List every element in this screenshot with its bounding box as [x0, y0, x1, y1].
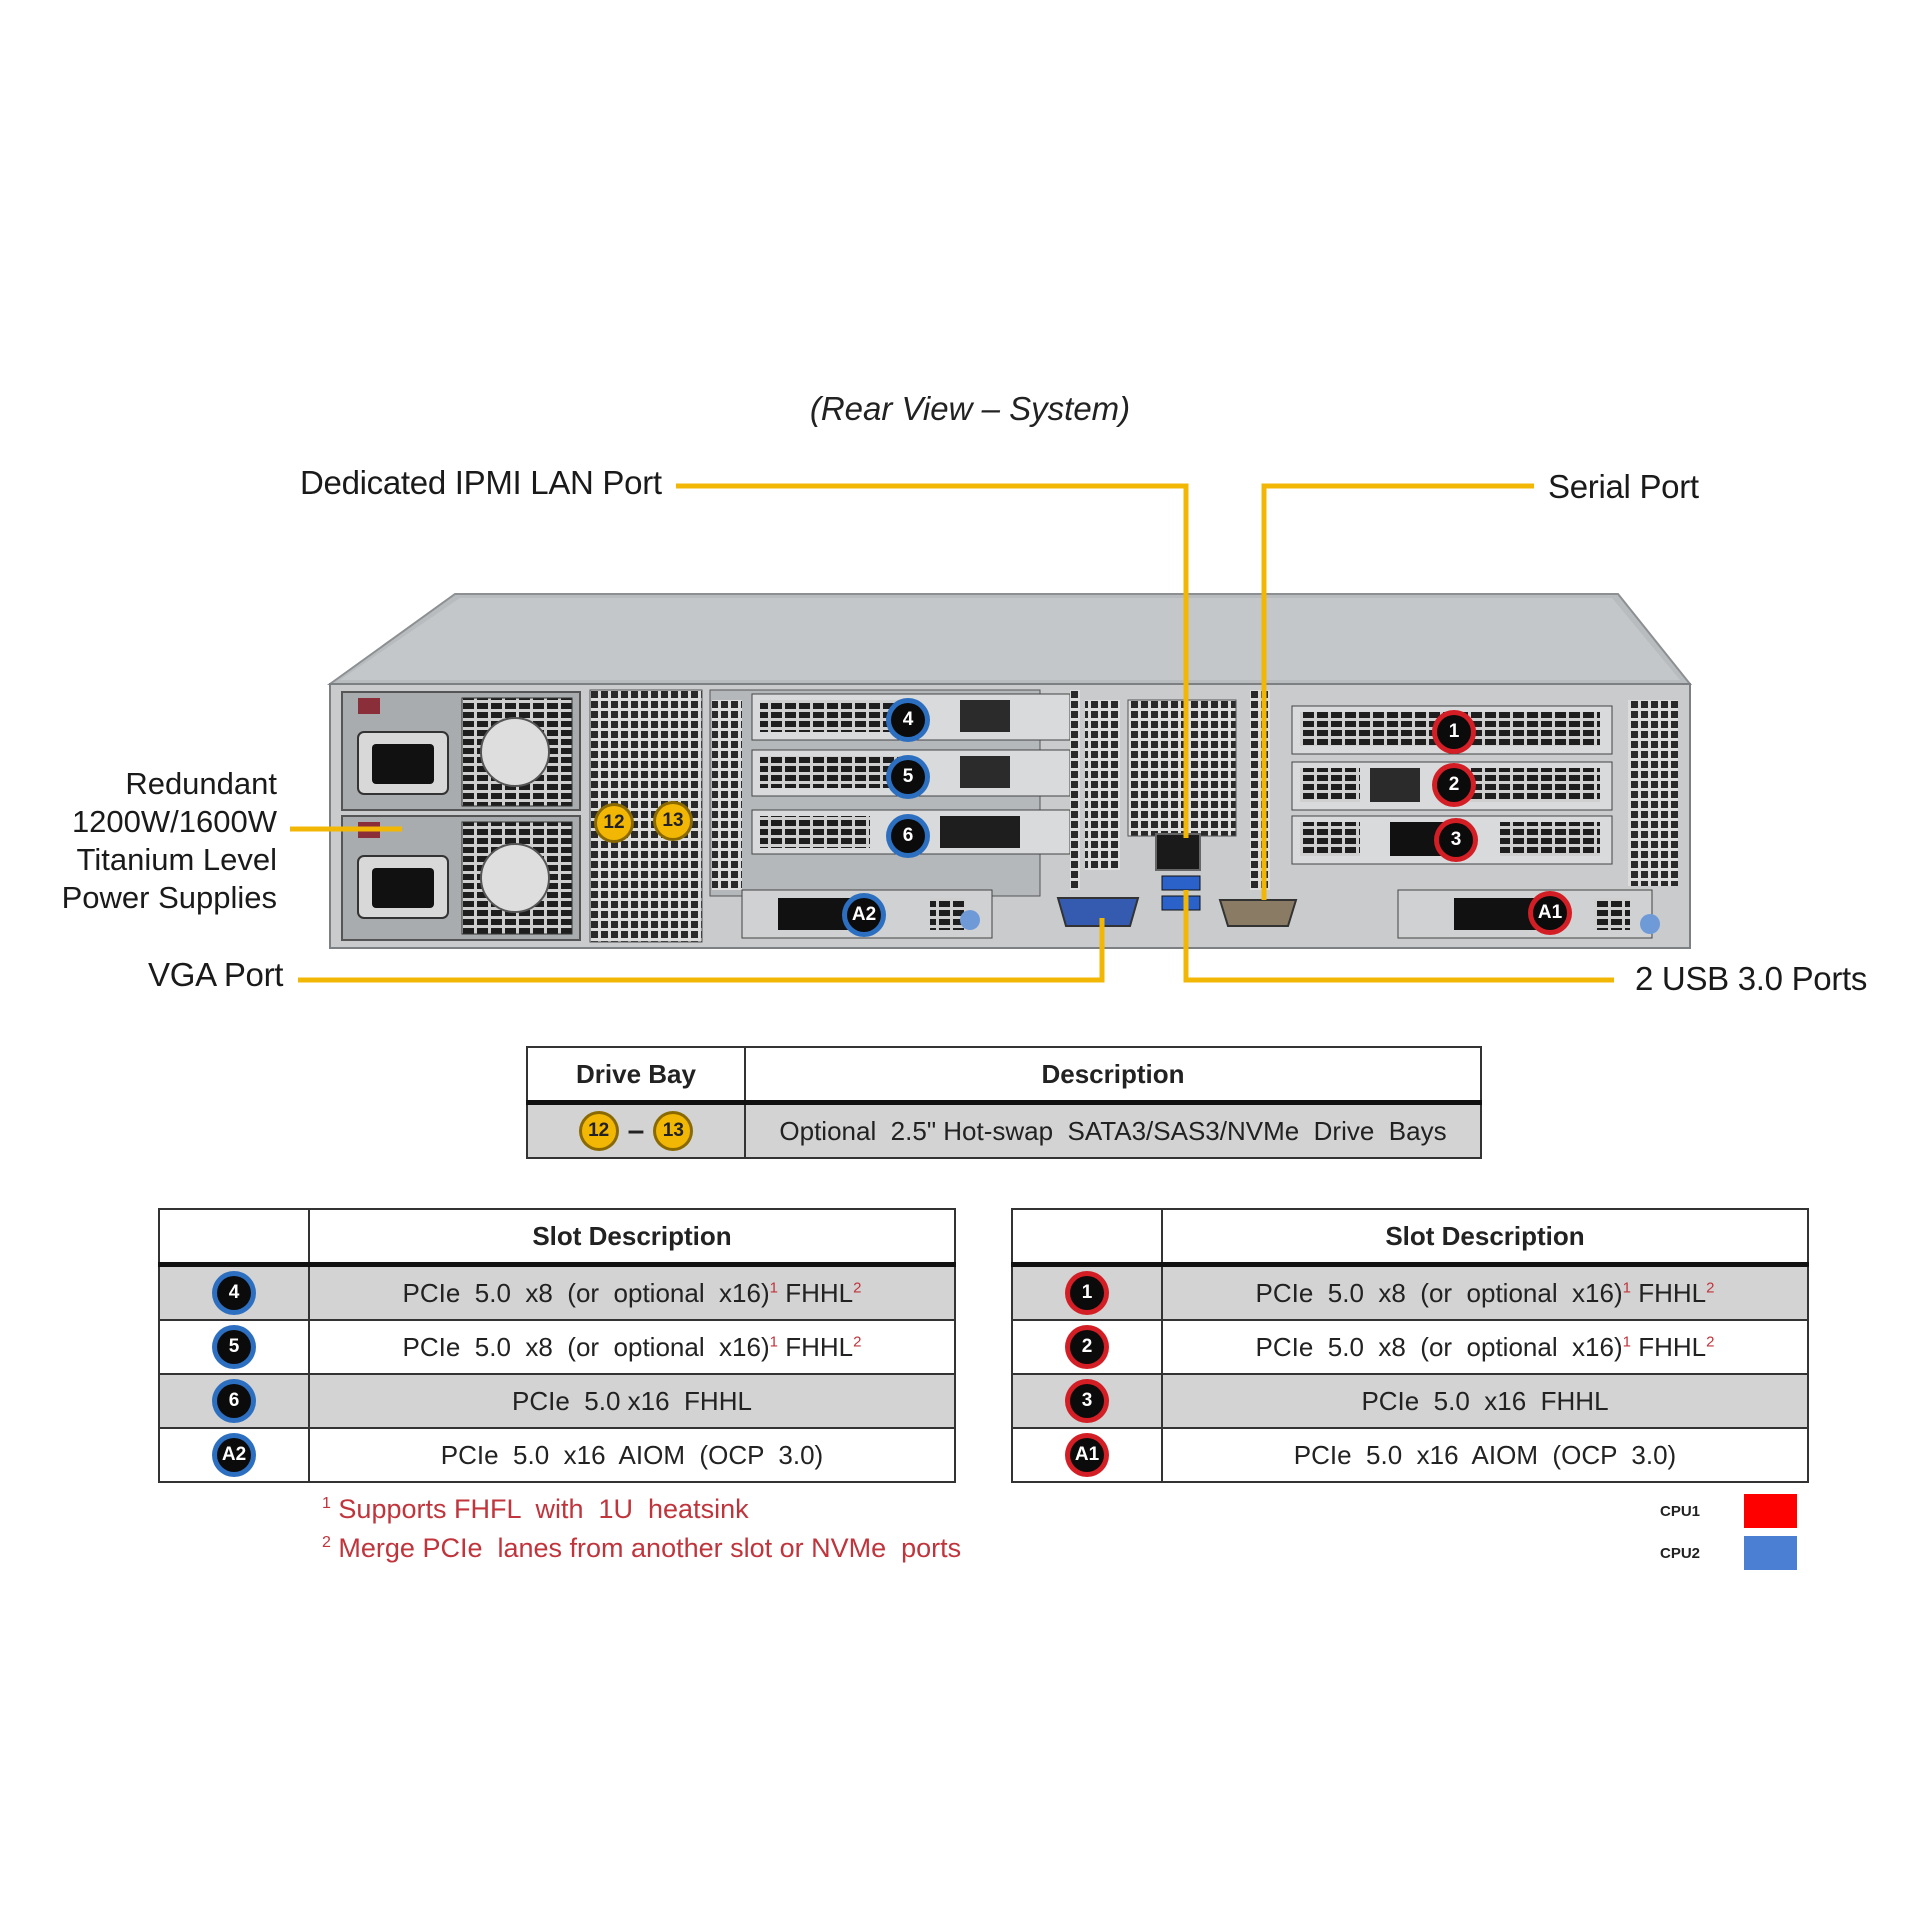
aiom-slot-a1-card [1397, 889, 1660, 939]
chassis-illustration [290, 483, 1693, 983]
pcie-slot-2-card [1291, 761, 1613, 811]
legend-item-cpu1: CPU1 [1660, 1490, 1797, 1532]
serial-callout-line [1261, 483, 1534, 900]
legend-label: CPU2 [1660, 1544, 1701, 1562]
vga-port-label: VGA Port [148, 956, 284, 993]
view-title: (Rear View – System) [809, 390, 1131, 427]
ipmi-callout-line [676, 483, 1189, 838]
usb-callout-line [1183, 890, 1614, 983]
drive-bay-12-badge: 12 [581, 1114, 616, 1149]
cpu2-slot-table: Slot Description 4 PCIe 5.0 x8 (or optio… [158, 1208, 956, 1483]
ipmi-lan-port-label: Dedicated IPMI LAN Port [300, 464, 662, 501]
table-row: A2 PCIe 5.0 x16 AIOM (OCP 3.0) [158, 1427, 956, 1483]
table-row: A1 PCIe 5.0 x16 AIOM (OCP 3.0) [1011, 1427, 1809, 1483]
usb-ports-label: 2 USB 3.0 Ports [1635, 960, 1868, 997]
range-dash: – [627, 1114, 645, 1148]
legend-swatch-cpu2 [1744, 1536, 1797, 1570]
drive-bay-header: Drive Bay [526, 1046, 746, 1105]
slot-5-badge: 5 [891, 760, 925, 794]
slot-badge: 4 [217, 1276, 251, 1311]
table-row: 6 PCIe 5.0 x16 FHHL [158, 1373, 956, 1429]
table-row: 1 PCIe 5.0 x8 (or optional x16)1 FHHL2 [1011, 1263, 1809, 1321]
slot-badge: 6 [217, 1384, 251, 1419]
legend-item-cpu2: CPU2 [1660, 1532, 1797, 1574]
drive-bay-table: Drive Bay Description 12–13 Optional 2.5… [526, 1046, 1482, 1159]
slot-2-badge: 2 [1437, 768, 1471, 802]
drive-bay-range-cell: 12–13 [526, 1101, 746, 1159]
slot-description: PCIe 5.0 x16 AIOM (OCP 3.0) [308, 1427, 956, 1483]
cpu1-slot-table: Slot Description 1 PCIe 5.0 x8 (or optio… [1011, 1208, 1809, 1483]
power-supply-2 [341, 815, 581, 941]
legend-swatch-cpu1 [1744, 1494, 1797, 1528]
drive-bay-description: Optional 2.5" Hot-swap SATA3/SAS3/NVMe D… [744, 1101, 1482, 1159]
slot-description: PCIe 5.0 x8 (or optional x16)1 FHHL2 [1161, 1263, 1809, 1321]
slot-a1-badge: A1 [1533, 896, 1567, 930]
slot-3-badge: 3 [1439, 823, 1473, 857]
power-supply-1 [341, 691, 581, 811]
psu-label-line: Power Supplies [61, 880, 277, 915]
table-row: 5 PCIe 5.0 x8 (or optional x16)1 FHHL2 [158, 1319, 956, 1375]
slot-description-header: Slot Description [308, 1208, 956, 1267]
slot-description: PCIe 5.0 x16 FHHL [308, 1373, 956, 1429]
slot-6-badge: 6 [891, 819, 925, 853]
slot-description: PCIe 5.0 x8 (or optional x16)1 FHHL2 [1161, 1319, 1809, 1375]
table-row: 3 PCIe 5.0 x16 FHHL [1011, 1373, 1809, 1429]
badge-column-header [158, 1208, 310, 1267]
slot-description-header: Slot Description [1161, 1208, 1809, 1267]
slot-description: PCIe 5.0 x8 (or optional x16)1 FHHL2 [308, 1319, 956, 1375]
rear-view-figure: (Rear View – System) [62, 390, 1868, 997]
badge-column-header [1011, 1208, 1163, 1267]
footnotes: 1 Supports FHFL with 1U heatsink 2 Merge… [322, 1487, 961, 1565]
slot-badge: 1 [1070, 1276, 1104, 1311]
slot-badge: 2 [1070, 1330, 1104, 1365]
slot-1-badge: 1 [1437, 715, 1471, 749]
slot-4-badge: 4 [891, 703, 925, 737]
table-row: 2 PCIe 5.0 x8 (or optional x16)1 FHHL2 [1011, 1319, 1809, 1375]
description-header: Description [744, 1046, 1482, 1105]
drive-bay-13-badge: 13 [656, 804, 690, 838]
vga-callout-line [298, 918, 1105, 983]
footnote: 2 Merge PCIe lanes from another slot or … [322, 1533, 962, 1563]
slot-badge: A2 [217, 1438, 251, 1473]
slot-badge: A1 [1070, 1438, 1104, 1473]
slot-a2-badge: A2 [847, 898, 881, 932]
psu-label-line: Titanium Level [76, 842, 277, 877]
legend-label: CPU1 [1660, 1502, 1701, 1520]
drive-bay-13-badge: 13 [656, 1114, 691, 1149]
usb-port-2 [1161, 895, 1201, 911]
ipmi-lan-port [1155, 833, 1201, 871]
callout-lines [290, 483, 1614, 983]
serial-port-label: Serial Port [1548, 468, 1699, 505]
usb-port-1 [1161, 875, 1201, 891]
psu-label-line: 1200W/1600W [71, 804, 277, 839]
serial-connector [1218, 899, 1298, 927]
drive-bay-12-badge: 12 [597, 806, 631, 840]
power-supplies-label: Redundant 1200W/1600W Titanium Level Pow… [62, 765, 277, 917]
slot-badge: 5 [217, 1330, 251, 1365]
table-row: 4 PCIe 5.0 x8 (or optional x16)1 FHHL2 [158, 1263, 956, 1321]
slot-description: PCIe 5.0 x16 FHHL [1161, 1373, 1809, 1429]
slot-description: PCIe 5.0 x16 AIOM (OCP 3.0) [1161, 1427, 1809, 1483]
vga-connector [1056, 897, 1140, 927]
slot-badge: 3 [1070, 1384, 1104, 1419]
footnote: 1 Supports FHFL with 1U heatsink [322, 1494, 749, 1524]
cpu-legend: CPU1 CPU2 [1660, 1490, 1797, 1574]
psu-label-line: Redundant [125, 766, 277, 801]
slot-description: PCIe 5.0 x8 (or optional x16)1 FHHL2 [308, 1263, 956, 1321]
